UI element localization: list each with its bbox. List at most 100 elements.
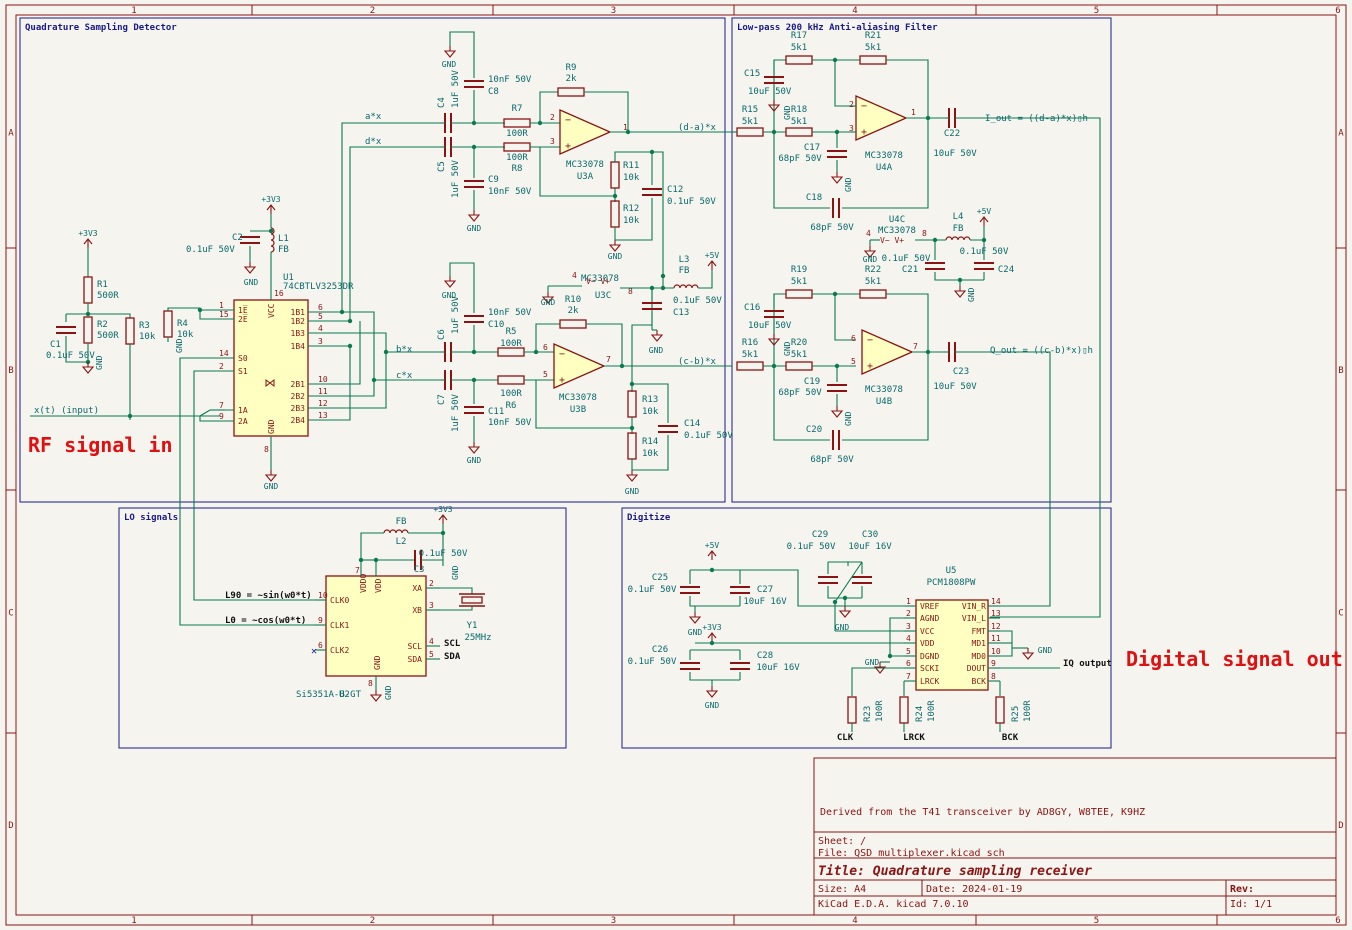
r17-ref: R17 [791, 31, 807, 41]
power-symbol [266, 204, 276, 211]
power-label: +5V [705, 541, 720, 550]
power-symbol [707, 632, 717, 639]
power-label: +3V3 [702, 623, 721, 632]
power-label: +3V3 [433, 505, 452, 514]
u4a-val: MC33078 [865, 151, 903, 161]
border-col-label: 6 [1335, 916, 1340, 926]
u3b-val: MC33078 [559, 393, 597, 403]
junction-dot [383, 349, 389, 355]
u2-pin-num: 9 [318, 616, 323, 625]
u1-pin-name: S1 [238, 367, 248, 376]
junction-dot [887, 653, 893, 659]
inner-frame [15, 14, 1337, 916]
u1-pin-name: 1B4 [291, 342, 306, 351]
r6-val: 100R [500, 389, 522, 399]
c8-val: 10nF 50V [488, 75, 532, 85]
u5-pin-num: 12 [991, 622, 1001, 631]
pin-number: 8 [628, 287, 633, 296]
u1-pin-name: VCC [267, 303, 276, 318]
gnd-label: GND [264, 482, 279, 491]
u1-pin-num: 3 [318, 337, 323, 346]
u2-pin-name: CLK1 [330, 621, 349, 630]
u5-pin-name: MD1 [972, 639, 987, 648]
net-dx: d*x [365, 137, 382, 147]
u4a [855, 95, 908, 141]
r15-val: 5k1 [742, 117, 758, 127]
junction-dot [625, 129, 631, 135]
wire [342, 311, 375, 380]
c3-val: 0.1uF 50V [419, 549, 468, 559]
wire [199, 409, 211, 417]
r23-val: 100R [875, 700, 885, 722]
u1-pin-name: 2B3 [291, 404, 306, 413]
c23-val: 10uF 50V [933, 382, 977, 392]
u5-pin-num: 7 [906, 672, 911, 681]
border-col-label: 3 [611, 6, 616, 16]
r23-ref: R23 [863, 706, 873, 722]
c10-val: 10nF 50V [488, 308, 532, 318]
u2-ref: U2 [339, 690, 350, 700]
r15-ref: R15 [742, 105, 758, 115]
c22-ref: C22 [944, 129, 960, 139]
title-file: File: QSD_multiplexer.kicad_sch [818, 848, 1005, 859]
u4c-pin: V− V+ [880, 236, 904, 245]
c26-ref: C26 [652, 645, 668, 655]
r21-ref: R21 [865, 31, 881, 41]
c2-ref: C2 [232, 233, 243, 243]
u1-pin-num: 4 [318, 324, 323, 333]
wire [834, 561, 863, 603]
gnd-symbol [767, 104, 781, 112]
wire [330, 346, 351, 421]
gnd-symbol [608, 244, 622, 252]
r4-val: 10k [177, 330, 194, 340]
u4c-val: MC33078 [878, 226, 916, 236]
r17-val: 5k1 [791, 43, 807, 53]
c5-val: 1uF 50V [451, 159, 461, 198]
l1-ref: L1 [278, 234, 289, 244]
l1 [270, 227, 275, 253]
gnd-label: GND [451, 565, 460, 580]
r11-val: 10k [623, 173, 640, 183]
junction-dot [197, 307, 203, 313]
r5-ref: R5 [506, 327, 517, 337]
gnd-label: GND [608, 252, 623, 261]
u5-pin-name: VIN_L [962, 614, 986, 623]
opamp-sign: − [861, 101, 867, 112]
r20-val: 5k1 [791, 350, 807, 360]
c16-val: 10uF 50V [748, 321, 792, 331]
u5-pin-num: 4 [906, 634, 911, 643]
u2-pin-name: CLK2 [330, 646, 349, 655]
gnd-label: GND [844, 411, 853, 426]
u1-pin-name: 1E̅ [238, 305, 248, 315]
border-row-label: B [1338, 366, 1343, 376]
wire [614, 151, 653, 185]
wire [689, 672, 740, 681]
pin-number: 3 [849, 124, 854, 133]
u5-val: PCM1808PW [927, 578, 976, 588]
r14-ref: R14 [642, 437, 658, 447]
c30-ref: C30 [862, 530, 878, 540]
u5-pin-num: 10 [991, 647, 1001, 656]
gnd-symbol [443, 280, 457, 288]
c24-ref: C24 [998, 265, 1014, 275]
r14-val: 10k [642, 449, 659, 459]
pin-number: 8 [922, 229, 927, 238]
wire [330, 333, 361, 385]
r1-val: 500R [97, 291, 119, 301]
c29-ref: C29 [812, 530, 828, 540]
r16-ref: R16 [742, 338, 758, 348]
u5-pin-name: FMT [972, 627, 987, 636]
gnd-label: GND [863, 255, 878, 264]
r25-ref: R25 [1011, 706, 1021, 722]
c17-val: 68pF 50V [778, 154, 822, 164]
net-bx: b*x [396, 345, 413, 355]
u1-pin-name: S0 [238, 354, 248, 363]
wire [449, 262, 475, 313]
c13-ref: C13 [673, 308, 689, 318]
l3-val: FB [679, 266, 690, 276]
u4b-val: MC33078 [865, 385, 903, 395]
wire [539, 91, 558, 123]
u2-pin-name: XA [412, 584, 422, 593]
u1-pin-num: 5 [318, 312, 323, 321]
border-col-label: 3 [611, 916, 616, 926]
